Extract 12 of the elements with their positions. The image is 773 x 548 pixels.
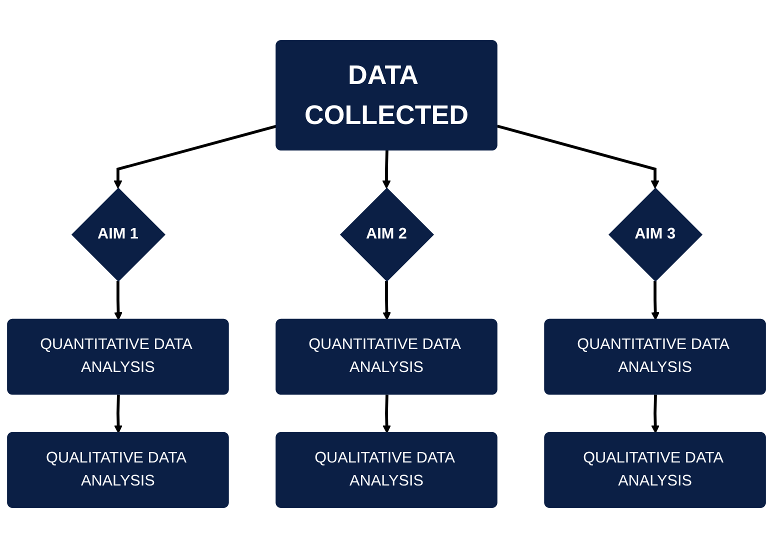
arrow (382, 281, 391, 320)
arrow (114, 281, 122, 320)
node-diamond: AIM 2 (340, 188, 434, 282)
arrow (114, 124, 278, 189)
arrow (651, 281, 660, 320)
arrow (114, 394, 122, 434)
node-diamond: AIM 1 (71, 188, 166, 282)
arrow (382, 150, 391, 189)
node-diamond: AIM 3 (608, 188, 703, 282)
arrow (382, 394, 391, 434)
arrow (651, 394, 660, 434)
arrow (496, 124, 660, 189)
